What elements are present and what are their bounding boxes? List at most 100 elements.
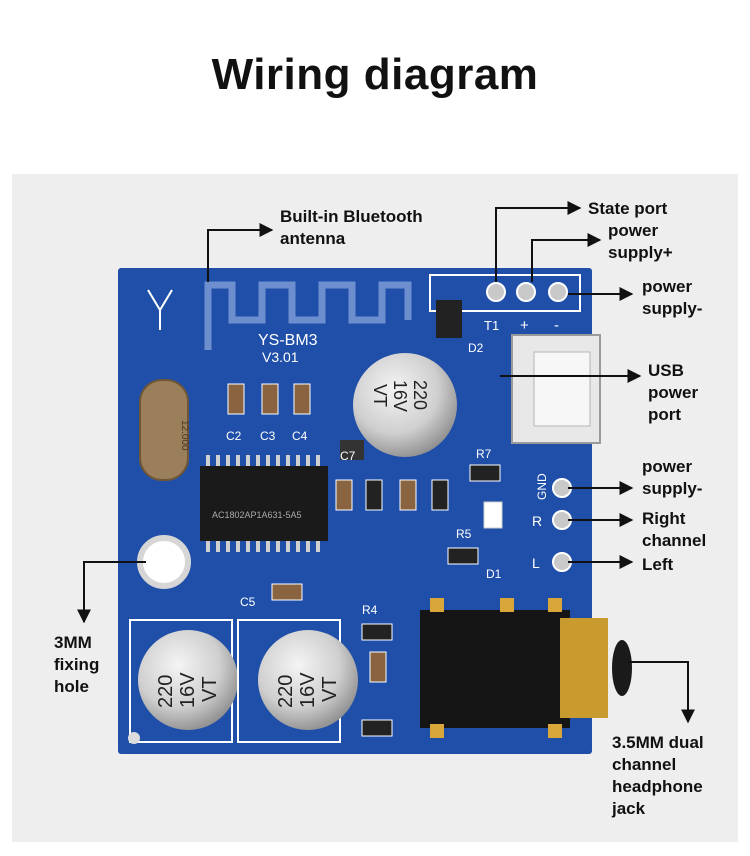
resistor-r4: [361, 623, 393, 641]
d2-label: D2: [468, 341, 484, 355]
antenna-icon: [147, 289, 173, 330]
fixing-hole-line3: hole: [54, 677, 89, 696]
headphone-jack-line3: headphone: [612, 777, 703, 796]
antenna-label-line1: Built-in Bluetooth: [280, 207, 423, 226]
power-plus-label: power supply+: [608, 220, 673, 264]
power-plus-line2: supply+: [608, 243, 673, 262]
antenna-label: Built-in Bluetooth antenna: [280, 206, 423, 250]
main-chip-pins: [206, 455, 320, 552]
resistor-6: [361, 719, 393, 737]
cap-c5: [271, 583, 303, 601]
state-port-label: State port: [588, 199, 668, 218]
resistor-4: [431, 479, 449, 511]
jack-pin-3: [548, 598, 562, 612]
arrow-antenna: [207, 223, 274, 282]
resistor-r7: [469, 464, 501, 482]
jack-pin-2: [500, 598, 514, 612]
c3-label: C3: [260, 429, 276, 443]
right-channel-line1: Right: [642, 509, 686, 528]
jack-pin-5: [548, 724, 562, 738]
diode-d2: [436, 300, 462, 338]
usb-line1: USB: [648, 361, 684, 380]
r7-label: R7: [476, 447, 492, 461]
power-minus-right-line2: supply-: [642, 479, 703, 498]
arrow-power-plus: [531, 233, 602, 282]
pin-minus: [548, 282, 568, 302]
headphone-jack-line2: channel: [612, 755, 677, 774]
capacitor-bottom-middle: [258, 630, 358, 730]
capacitor-top-base: [340, 440, 364, 460]
cap-c2: [227, 383, 245, 415]
usb-line3: port: [648, 405, 682, 424]
cap-bm-voltage: 16V: [297, 672, 319, 708]
cap-bl-brand: VT: [199, 676, 221, 702]
fixing-hole-label: 3MM fixing hole: [54, 632, 99, 698]
power-minus-top-line1: power: [642, 277, 693, 296]
resistor-2: [365, 479, 383, 511]
power-minus-top-label: power supply-: [642, 276, 702, 320]
cap-bl-value: 220: [155, 675, 177, 708]
jack-pin-1: [430, 598, 444, 612]
pin-gnd-label: GND: [535, 473, 549, 500]
usb-label: USB power port: [648, 360, 698, 426]
headphone-jack-barrel: [560, 618, 608, 718]
headphone-jack-opening: [612, 640, 632, 696]
led-d1: [483, 501, 503, 529]
arrow-headphone-jack: [628, 661, 695, 724]
page-title: Wiring diagram: [211, 50, 539, 99]
r4-label: R4: [362, 603, 378, 617]
pin-r-label: R: [532, 513, 542, 529]
c5-label: C5: [240, 595, 256, 609]
power-plus-line1: power: [608, 221, 659, 240]
pin-minus-label: -: [554, 317, 559, 334]
cap-top-voltage: 16V: [390, 380, 410, 412]
cap-top-brand: VT: [370, 384, 390, 407]
r5-label: R5: [456, 527, 472, 541]
cap-top-value: 220: [410, 380, 430, 410]
crystal: [139, 379, 189, 481]
headphone-jack-label: 3.5MM dual channel headphone jack: [612, 732, 704, 820]
cap-bm-value: 220: [275, 675, 297, 708]
resistor-1: [335, 479, 353, 511]
main-chip: [200, 466, 328, 541]
resistor-3: [399, 479, 417, 511]
headphone-jack-line4: jack: [612, 799, 646, 818]
power-minus-right-label: power supply-: [642, 456, 702, 500]
capacitor-bottom-left: [138, 630, 238, 730]
resistor-5: [369, 651, 387, 683]
resistor-r5: [447, 547, 479, 565]
fixing-hole-line1: 3MM: [54, 633, 92, 652]
antenna-label-line2: antenna: [280, 229, 346, 248]
d1-label: D1: [486, 567, 502, 581]
usb-line2: power: [648, 383, 699, 402]
pin-t1: [486, 282, 506, 302]
board-model: YS-BM3: [258, 332, 318, 349]
board-version: V3.01: [262, 349, 299, 365]
antenna-trace: [204, 281, 412, 350]
c7-label: C7: [340, 449, 356, 463]
usb-port-socket: [533, 351, 591, 427]
pin-plus-label: +: [520, 317, 529, 334]
c2-label: C2: [226, 429, 242, 443]
main-chip-label: AC1802AP1A631-5A5: [212, 510, 302, 520]
power-minus-top-line2: supply-: [642, 299, 703, 318]
right-channel-label: Right channel: [642, 508, 706, 552]
arrow-fixing-hole: [77, 561, 146, 624]
power-minus-right-line1: power: [642, 457, 693, 476]
capacitor-top: [353, 353, 457, 457]
pin-l-label: L: [532, 555, 540, 571]
headphone-jack: [420, 610, 570, 728]
right-channel-line2: channel: [642, 531, 707, 550]
pin-t1-label: T1: [484, 318, 499, 333]
cap-c4: [293, 383, 311, 415]
cap-bl-voltage: 16V: [177, 672, 199, 708]
jack-pin-4: [430, 724, 444, 738]
left-label: Left: [642, 555, 674, 574]
corner-pad: [128, 732, 140, 744]
callout-arrows: [77, 201, 695, 724]
cap-bm-brand: VT: [319, 676, 341, 702]
fixing-hole: [137, 535, 191, 589]
headphone-jack-line1: 3.5MM dual: [612, 733, 704, 752]
arrow-state-port: [495, 201, 582, 282]
